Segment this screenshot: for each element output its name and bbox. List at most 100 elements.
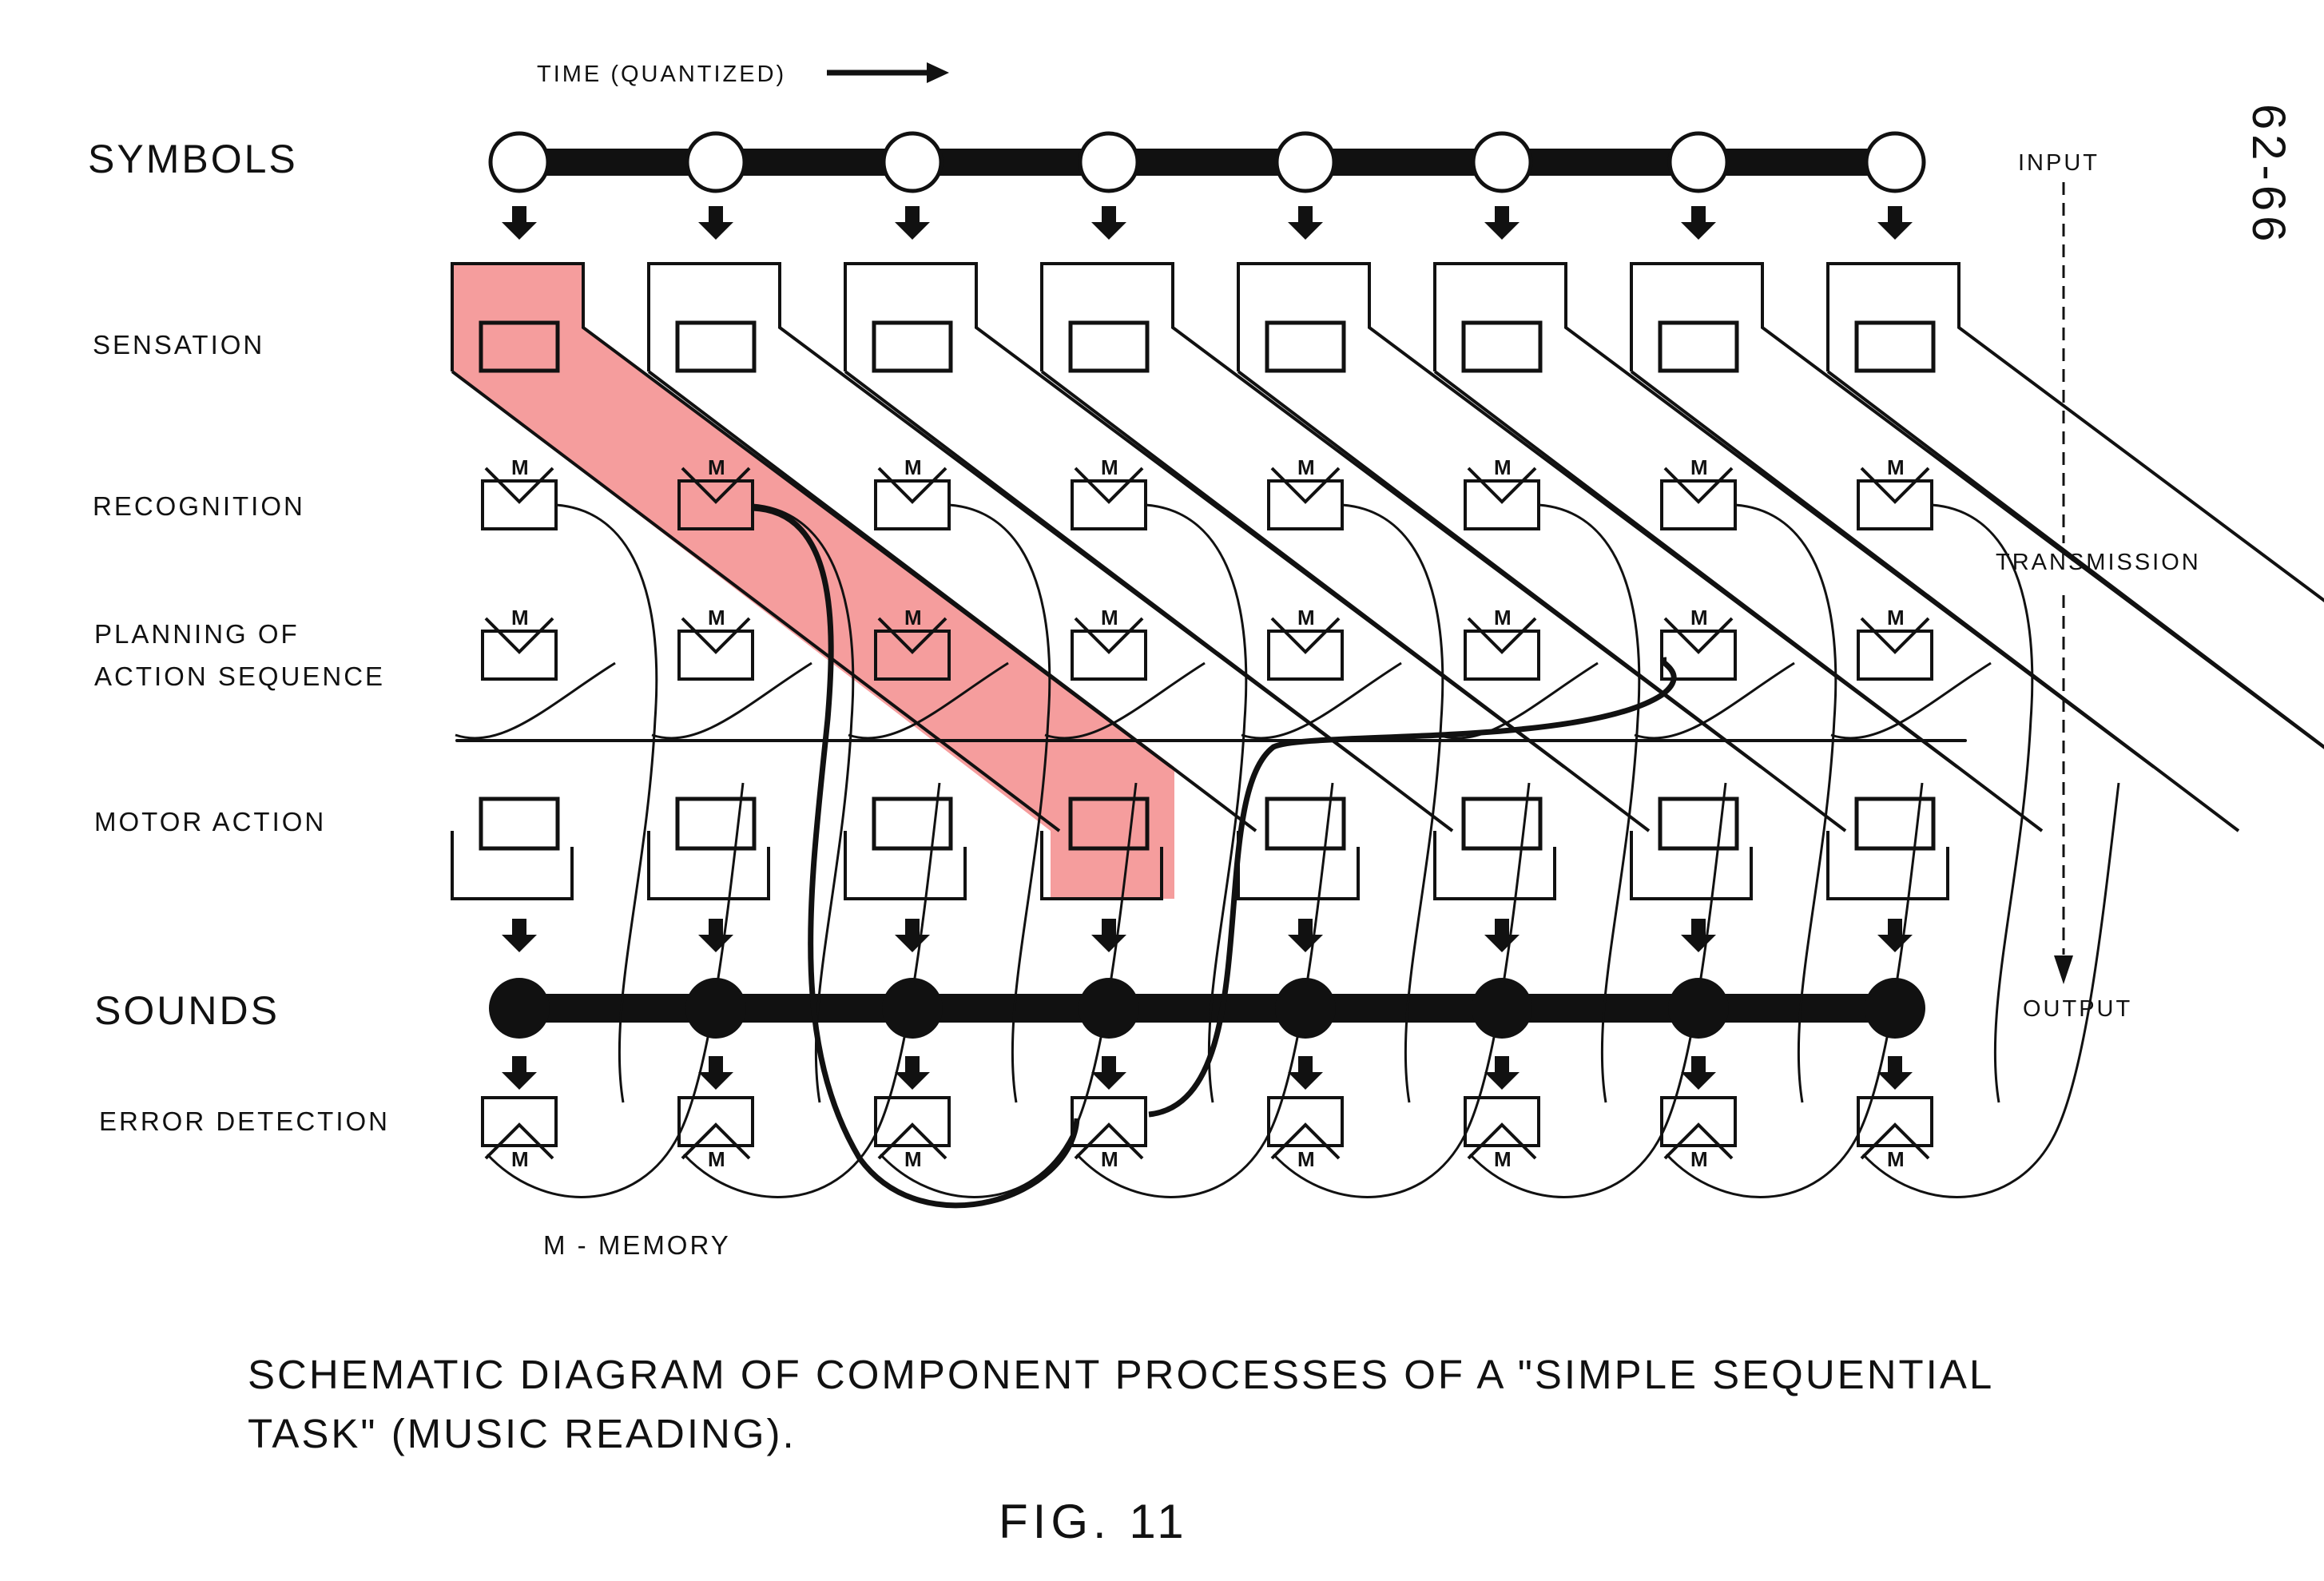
error-loop-curve xyxy=(1272,782,1531,1198)
down-arrow-icon xyxy=(698,206,733,240)
recognition-memory-unit xyxy=(1857,479,1933,530)
recognition-memory-unit-chevron xyxy=(1270,467,1341,504)
symbol-node xyxy=(1864,131,1926,193)
symbol-node xyxy=(488,131,550,193)
planning-memory-unit-chevron xyxy=(1663,617,1734,654)
down-arrow-icon xyxy=(895,206,930,240)
error-detection-memory-unit xyxy=(1464,1096,1540,1147)
symbol-node xyxy=(1078,131,1140,193)
symbol-node xyxy=(1667,131,1730,193)
channel-frame-top xyxy=(1433,262,2155,769)
sound-node xyxy=(882,978,943,1039)
symbol-node xyxy=(1274,131,1337,193)
error-detection-memory-unit xyxy=(1267,1096,1344,1147)
down-arrow-icon xyxy=(502,919,537,952)
memory-mark: M xyxy=(1690,606,1708,630)
symbol-node xyxy=(881,131,944,193)
planning-memory-unit-chevron xyxy=(484,617,554,654)
error-detection-memory-unit-chevron xyxy=(1860,1122,1930,1160)
memory-mark: M xyxy=(1101,455,1118,479)
row-label-error-detection: ERROR DETECTION xyxy=(99,1106,390,1136)
sound-node xyxy=(1668,978,1729,1039)
memory-mark: M xyxy=(1494,606,1512,630)
motor-box xyxy=(1854,796,1936,851)
planning-memory-unit xyxy=(1660,630,1737,681)
motor-box xyxy=(1068,796,1150,851)
sensation-box xyxy=(1068,320,1150,373)
motor-frame xyxy=(451,831,574,900)
sound-node xyxy=(1079,978,1139,1039)
memory-mark: M xyxy=(708,606,725,630)
error-detection-memory-unit xyxy=(874,1096,951,1147)
highlight-path xyxy=(752,505,1080,1209)
motor-box xyxy=(675,796,757,851)
planning-memory-unit xyxy=(874,630,951,681)
motor-frame xyxy=(1433,831,1556,900)
down-arrow-icon xyxy=(1091,919,1126,952)
planning-link-curve xyxy=(1044,661,1206,740)
down-arrow-icon xyxy=(1484,206,1520,240)
motor-box xyxy=(1658,796,1739,851)
down-arrow-icon xyxy=(502,1056,537,1090)
planning-link-curve xyxy=(848,661,1009,740)
row-label-planning-1: PLANNING OF xyxy=(94,619,300,649)
error-loop-curve xyxy=(1468,782,1727,1198)
sensation-box xyxy=(479,320,560,373)
feedback-curve xyxy=(752,503,855,1103)
channel-frame-bottom xyxy=(1630,370,2240,832)
motor-frame xyxy=(1237,831,1360,900)
sound-node xyxy=(1275,978,1336,1039)
planning-memory-unit xyxy=(1071,630,1147,681)
channel-frame-bottom xyxy=(1826,370,2324,749)
channel-frame-bottom xyxy=(1040,370,1651,832)
motor-box xyxy=(1461,796,1543,851)
down-arrow-icon xyxy=(895,919,930,952)
sensation-box xyxy=(675,320,757,373)
memory-mark: M xyxy=(1101,606,1118,630)
down-arrow-icon xyxy=(502,206,537,240)
recognition-memory-unit xyxy=(874,479,951,530)
recognition-memory-unit xyxy=(1464,479,1540,530)
error-loop-curve xyxy=(1861,782,2120,1198)
down-arrow-icon xyxy=(1877,919,1913,952)
motor-box xyxy=(1265,796,1346,851)
sensation-box xyxy=(872,320,953,373)
down-arrow-icon xyxy=(1877,1056,1913,1090)
motor-frame xyxy=(844,831,967,900)
memory-mark: M xyxy=(1690,455,1708,479)
row-label-planning-2: ACTION SEQUENCE xyxy=(94,661,385,691)
symbol-node xyxy=(685,131,747,193)
sound-node xyxy=(1865,978,1925,1039)
recognition-memory-unit-chevron xyxy=(1467,467,1537,504)
down-arrow-icon xyxy=(698,1056,733,1090)
channel-frame-bottom xyxy=(1433,370,2044,832)
planning-memory-unit-chevron xyxy=(1467,617,1537,654)
down-arrow-icon xyxy=(1484,919,1520,952)
error-detection-memory-unit-chevron xyxy=(1663,1122,1734,1160)
side-label-transmission: TRANSMISSION xyxy=(1996,550,2201,575)
motor-frame xyxy=(647,831,770,900)
memory-mark: M xyxy=(708,455,725,479)
sensation-box xyxy=(1854,320,1936,373)
channel-frame-top xyxy=(647,262,1369,769)
memory-mark: M xyxy=(1887,606,1905,630)
error-loop-curve xyxy=(1075,782,1334,1198)
motor-frame xyxy=(1040,831,1163,900)
planning-memory-unit xyxy=(1464,630,1540,681)
error-detection-memory-unit-chevron xyxy=(1270,1122,1341,1160)
down-arrow-icon xyxy=(1288,206,1323,240)
memory-mark: M xyxy=(1494,455,1512,479)
highlight-band xyxy=(452,264,1174,899)
channel-frame-top xyxy=(451,262,1173,769)
error-detection-memory-unit-chevron xyxy=(681,1122,751,1160)
side-label-output: OUTPUT xyxy=(2023,996,2132,1022)
planning-link-curve xyxy=(1241,661,1402,740)
sound-node xyxy=(489,978,550,1039)
recognition-memory-unit-chevron xyxy=(681,467,751,504)
down-arrow-icon xyxy=(698,919,733,952)
sensation-box xyxy=(1265,320,1346,373)
planning-memory-unit-chevron xyxy=(1074,617,1144,654)
channel-frame-bottom xyxy=(647,370,1257,832)
motor-frame xyxy=(1630,831,1753,900)
